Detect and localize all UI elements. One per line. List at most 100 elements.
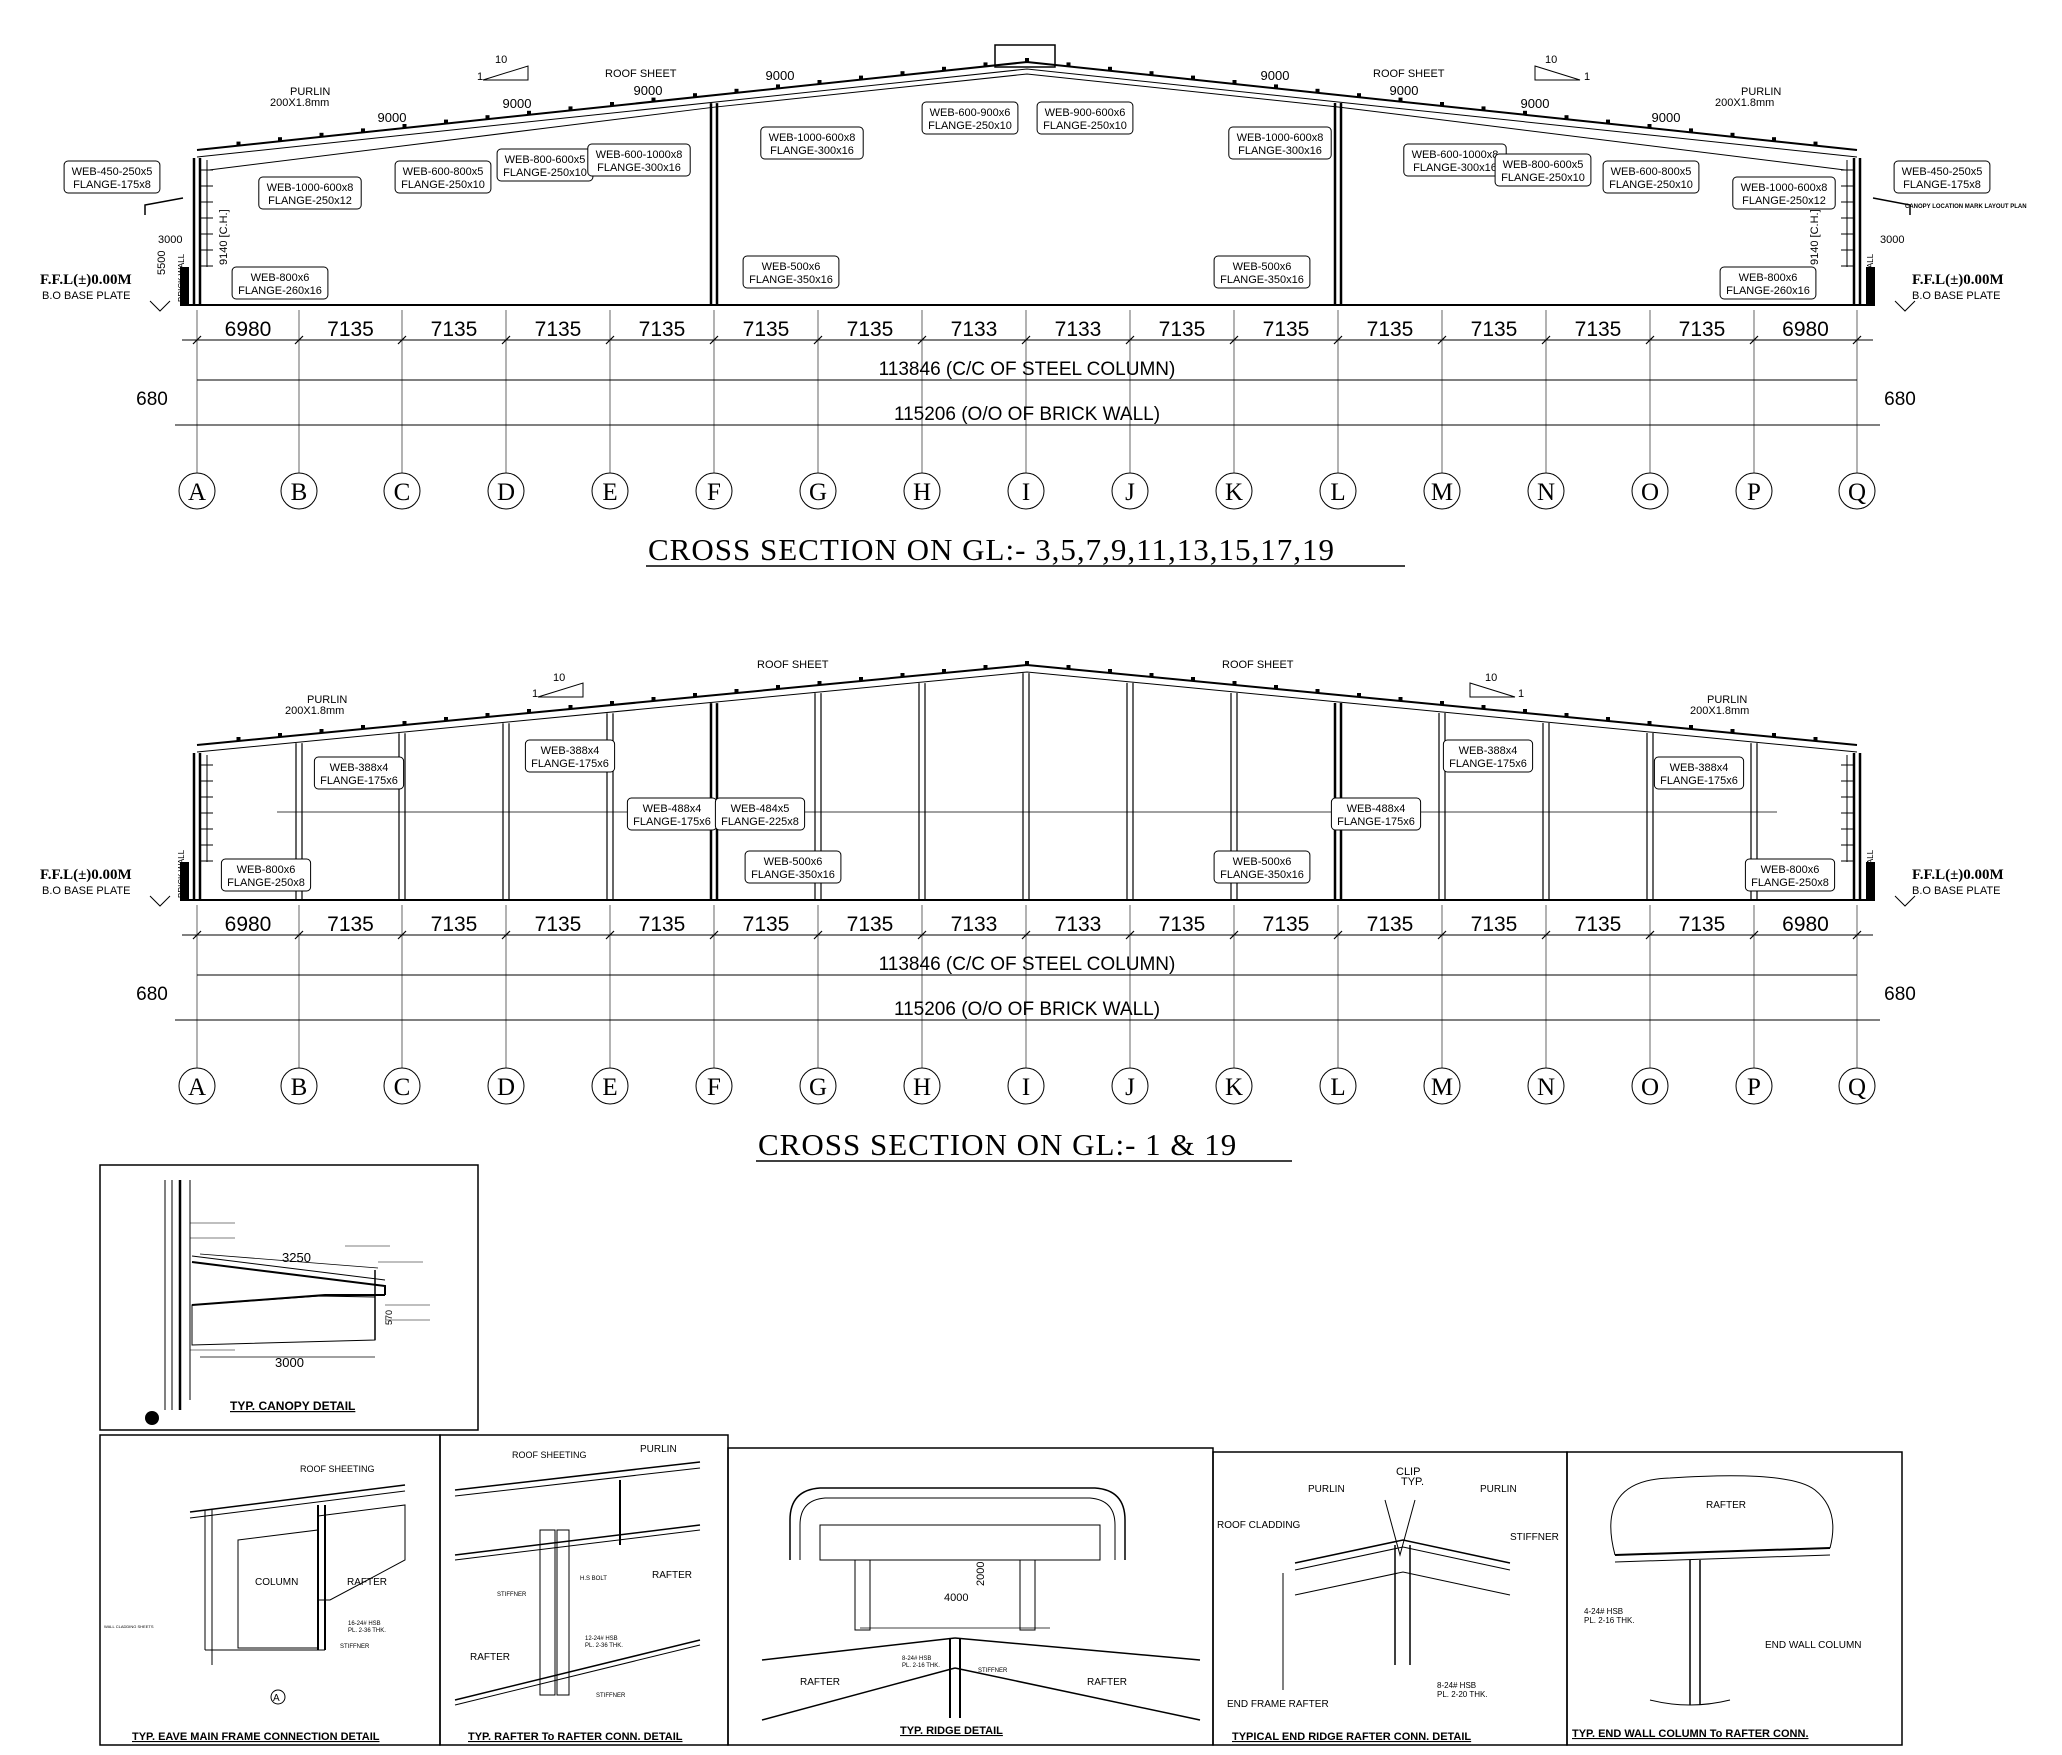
grid-bubble (1215, 472, 1253, 510)
purlin-mark (651, 697, 656, 701)
overall-column-dimension: 113846 (C/C OF STEEL COLUMN) (879, 954, 1176, 975)
purlin-mark (1232, 681, 1237, 685)
purlin-mark (568, 705, 573, 709)
grid-bubble (1735, 1067, 1773, 1105)
grid-bubble (178, 472, 216, 510)
purlin-mark (361, 128, 365, 133)
purlin-mark (776, 84, 780, 89)
bay-dimension: 7135 (535, 913, 582, 936)
grid-bubble (1215, 1067, 1253, 1105)
dim-tick (605, 335, 615, 345)
purlin-mark (942, 669, 946, 673)
grid-bubble (1735, 472, 1773, 510)
member-tag-text: FLANGE-225x8 (721, 816, 799, 828)
ridge-vent (994, 44, 1056, 68)
dim-tick (192, 930, 202, 940)
member-tag-text: WEB-600-1000x8 (596, 149, 683, 161)
member-tag-text: FLANGE-250x12 (1742, 195, 1826, 207)
slope-rise-left: 1 (532, 688, 538, 700)
bay-dimension: 7135 (431, 318, 478, 341)
grid-label-o: O (1641, 479, 1659, 506)
purlin-mark (527, 110, 531, 115)
purlin-mark (1523, 709, 1527, 713)
purlin-mark (1232, 80, 1237, 84)
purlin-mark (1440, 102, 1444, 106)
roof-sheet-label-right: ROOF SHEET (1222, 659, 1294, 671)
member-tag-text: WEB-600-800x5 (403, 166, 484, 178)
grid-bubble (903, 1067, 941, 1105)
member-tag-text: WEB-800-600x5 (505, 154, 586, 166)
member-tag-text: WEB-800x6 (237, 864, 296, 876)
bay-dimension: 7135 (639, 913, 686, 936)
rafter-purlin-label: PURLIN (640, 1444, 677, 1455)
purlin-mark (610, 102, 614, 106)
purlin-mark (1274, 84, 1278, 89)
overall-wall-dimension: 115206 (O/O OF BRICK WALL) (894, 999, 1160, 1020)
grid-bubble (799, 1067, 837, 1105)
dim-tick (1852, 930, 1862, 940)
grid-label-f: F (707, 1074, 721, 1101)
bay-dimension: 7135 (327, 318, 374, 341)
member-tag-box (63, 160, 161, 194)
eave-roof-sheeting: ROOF SHEETING (300, 1464, 375, 1474)
eave-detail-title: TYP. EAVE MAIN FRAME CONNECTION DETAIL (132, 1731, 380, 1743)
canopy-dim-top: 3250 (282, 1250, 311, 1265)
rafter-stiffner-top: STIFFNER (497, 1592, 527, 1598)
bay-dimension: 7135 (1263, 913, 1310, 936)
purlin-mark (402, 124, 407, 128)
level-marker-right (1894, 895, 1916, 907)
purlin-mark (734, 689, 739, 693)
dim-tick (1541, 335, 1551, 345)
grid-bubble (1838, 472, 1876, 510)
ridge-dim-width: 4000 (944, 1592, 968, 1604)
end-frame-structure (149, 661, 1916, 907)
purlin-mark (1481, 705, 1486, 709)
brick-wall-label-left: BRICK WALL (177, 849, 186, 898)
dim-tick (501, 335, 511, 345)
ffl-label-left: F.F.L(±)0.00M (40, 867, 132, 883)
purlin-mark (1523, 110, 1527, 115)
purlin-mark (361, 725, 365, 729)
detail-eave-connection: A ROOF SHEETING COLUMN RAFTER 16-24# HSB… (99, 1434, 441, 1746)
dim-tick (1021, 930, 1031, 940)
purlin-mark (1108, 669, 1112, 673)
canopy-dim-side: 570 (384, 1310, 394, 1325)
bay-dimension: 7135 (1367, 913, 1414, 936)
member-tag-text: FLANGE-175x6 (531, 758, 609, 770)
purlin-mark (1357, 693, 1361, 697)
member-tag-text: FLANGE-250x10 (928, 120, 1012, 132)
rafter-flange-top (196, 671, 1858, 753)
member-tag-box (1330, 797, 1422, 831)
ridge-rafter-right: RAFTER (1087, 1677, 1127, 1688)
purlin-mark (1606, 119, 1610, 124)
member-tag-box (1213, 850, 1311, 884)
roof-sheet-line (196, 663, 1858, 746)
member-tag-text: FLANGE-300x16 (597, 162, 681, 174)
level-marker-left (149, 895, 171, 907)
member-tag-box (1732, 176, 1836, 210)
canopy-dim-right: 3000 (1880, 234, 1904, 246)
purlin-mark (485, 115, 490, 120)
grid-bubble (280, 472, 318, 510)
dim-tick (813, 335, 823, 345)
eave-height-left: 9140 [C.H.] (218, 209, 230, 265)
member-tag-text: FLANGE-350x16 (1220, 869, 1304, 881)
member-tag-box (1036, 101, 1134, 135)
ridge-stiffner: STIFFNER (978, 1668, 1008, 1674)
grid-label-o: O (1641, 1074, 1659, 1101)
bay-dimension: 7135 (1679, 913, 1726, 936)
grid-label-d: D (497, 479, 515, 506)
main-frame-structure (144, 44, 1916, 312)
canopy-detail-title: TYP. CANOPY DETAIL (230, 1399, 355, 1413)
purlin-mark (1149, 71, 1154, 76)
member-tag-text: FLANGE-175x6 (633, 816, 711, 828)
